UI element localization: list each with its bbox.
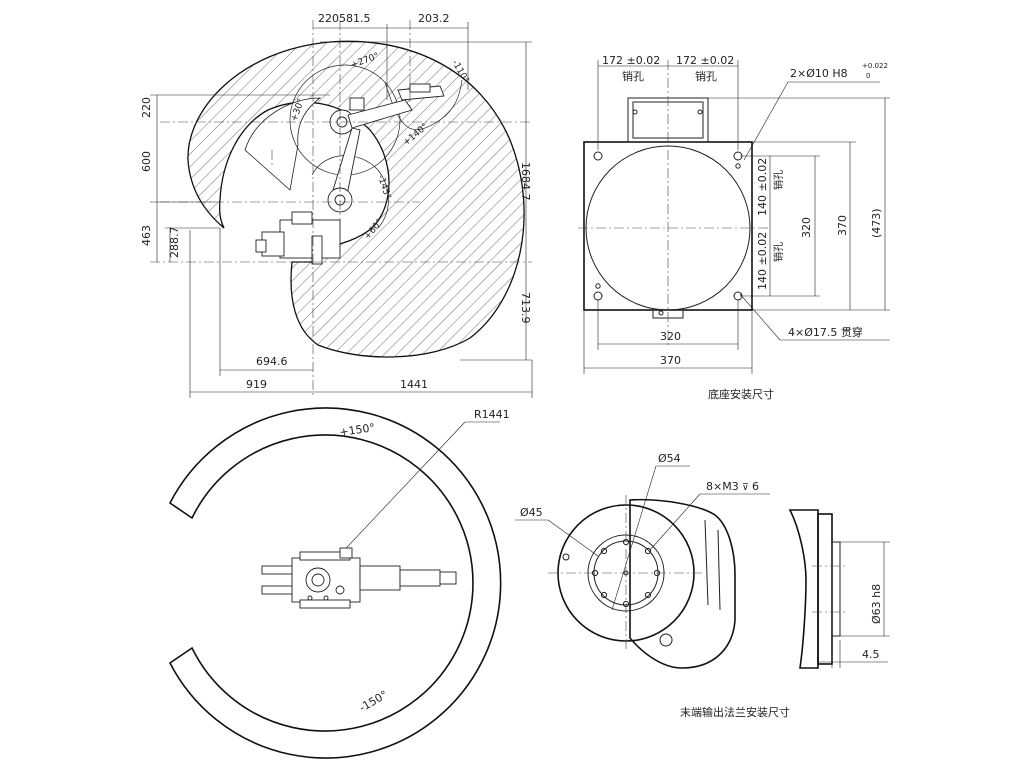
dim-172-left: 172 ±0.02 — [602, 54, 660, 67]
flange-side-profile: Ø63 h8 4.5 — [788, 509, 890, 669]
fit-label: Ø63 h8 — [870, 584, 883, 624]
flange-caption: 末端输出法兰安装尺寸 — [680, 705, 790, 719]
base-view: 172 ±0.02 172 ±0.02 销孔 销孔 2×Ø10 H8 +0.02… — [578, 54, 890, 401]
dim-220-left: 220 — [140, 97, 153, 118]
pin-hole-left: 销孔 — [622, 69, 644, 83]
flange-d54-label: Ø54 — [658, 452, 681, 465]
dim-1684: 1684.7 — [519, 162, 532, 201]
top-envelope — [168, 407, 502, 759]
thread-depth: 6 — [752, 480, 759, 493]
thread-label: 8×M3 — [706, 480, 739, 493]
flange-view: Ø54 Ø45 8×M3 ⊽ 6 Ø63 h8 4.5 末端输出法兰安装尺寸 — [515, 452, 890, 719]
dim-370-h: 370 — [660, 354, 681, 367]
dim-1441: 1441 — [400, 378, 428, 391]
dim-463: 463 — [140, 225, 153, 246]
dim-694: 694.6 — [256, 355, 288, 368]
tol-lower: 0 — [866, 72, 870, 80]
top-view: R1441 +150° -150° — [168, 407, 510, 759]
pin-hole-v-lower: 销孔 — [772, 242, 785, 262]
work-envelope — [187, 40, 525, 358]
pin-spec: 2×Ø10 H8 — [790, 67, 848, 80]
tol-upper: +0.022 — [862, 62, 888, 70]
thickness-label: 4.5 — [862, 648, 880, 661]
angle-minus-150: -150° — [357, 688, 390, 714]
dim-320-h: 320 — [660, 330, 681, 343]
angle-plus-150: +150° — [339, 421, 376, 439]
robot-arm-top — [261, 547, 457, 609]
dim-581: 581.5 — [339, 12, 371, 25]
dim-140-upper: 140 ±0.02 — [756, 158, 769, 216]
pin-hole-v-upper: 销孔 — [772, 170, 785, 190]
dim-473: (473) — [870, 208, 883, 238]
dim-370-v: 370 — [836, 215, 849, 236]
dim-203: 203.2 — [418, 12, 450, 25]
radius-label: R1441 — [474, 408, 510, 421]
depth-symbol: ⊽ — [742, 483, 749, 493]
base-caption: 底座安装尺寸 — [708, 387, 774, 401]
dim-288: 288.7 — [168, 227, 181, 259]
dim-220-top: 220 — [318, 12, 339, 25]
side-view: 220 581.5 203.2 220 600 463 288.7 1684.7… — [140, 12, 533, 398]
pin-hole-right: 销孔 — [695, 69, 717, 83]
dim-600: 600 — [140, 151, 153, 172]
flange-body — [629, 498, 736, 669]
dim-172-right: 172 ±0.02 — [676, 54, 734, 67]
flange-d45-label: Ø45 — [520, 506, 543, 519]
dim-713: 713.9 — [519, 292, 532, 324]
dim-320-v: 320 — [800, 217, 813, 238]
bolt-spec: 4×Ø17.5 贯穿 — [788, 325, 863, 339]
dim-919: 919 — [246, 378, 267, 391]
dim-140-lower: 140 ±0.02 — [756, 232, 769, 290]
